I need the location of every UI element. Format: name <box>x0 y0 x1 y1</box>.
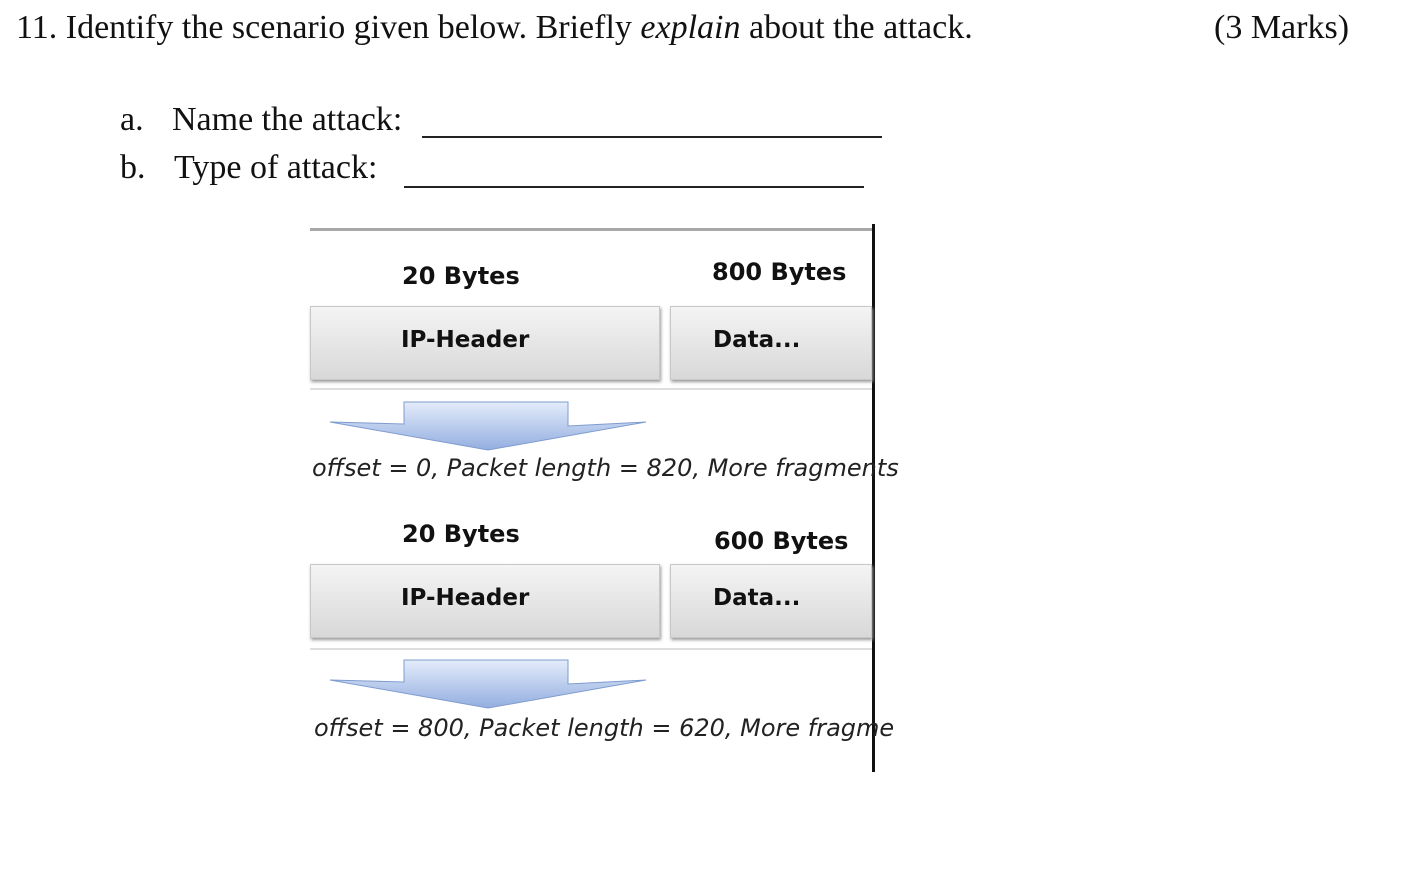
ip-header-label: IP-Header <box>401 585 530 611</box>
row-divider <box>310 388 872 390</box>
fragment-info: offset = 0, Packet length = 820, More fr… <box>312 454 899 482</box>
data-box: Data... <box>670 564 872 638</box>
subquestion-a: a. Name the attack: <box>120 100 890 142</box>
subquestion-letter: a. <box>120 101 144 138</box>
header-size-label: 20 Bytes <box>402 520 520 548</box>
question-text-before: Identify the scenario given below. Brief… <box>65 9 632 46</box>
subquestion-label: Type of attack: <box>174 149 378 186</box>
down-arrow-icon <box>329 659 647 709</box>
data-label: Data... <box>713 585 801 611</box>
ip-header-box: IP-Header <box>310 564 660 638</box>
data-box: Data... <box>670 306 872 380</box>
marks-label: (3 Marks) <box>1214 9 1350 46</box>
diagram-right-rule <box>872 224 875 772</box>
row-divider <box>310 648 872 650</box>
fragmentation-diagram: 20 Bytes 800 Bytes IP-Header Data... off… <box>310 224 899 772</box>
answer-blank-type[interactable] <box>404 186 864 188</box>
diagram-top-rule <box>310 228 872 231</box>
down-arrow-icon <box>329 401 647 451</box>
question-text: 11. Identify the scenario given below. B… <box>16 8 973 48</box>
subquestion-b: b. Type of attack: <box>120 148 890 190</box>
ip-header-box: IP-Header <box>310 306 660 380</box>
subquestion-label: Name the attack: <box>172 101 403 138</box>
data-size-label: 600 Bytes <box>714 527 849 555</box>
question-text-italic: explain <box>640 9 741 46</box>
data-label: Data... <box>713 327 801 353</box>
subquestion-letter: b. <box>120 149 146 186</box>
question-text-after: about the attack. <box>749 9 973 46</box>
data-size-label: 800 Bytes <box>712 258 847 286</box>
question-number: 11. <box>16 9 58 46</box>
ip-header-label: IP-Header <box>401 327 530 353</box>
fragment-info: offset = 800, Packet length = 620, More … <box>314 714 895 742</box>
header-size-label: 20 Bytes <box>402 262 520 290</box>
answer-blank-name[interactable] <box>422 136 882 138</box>
